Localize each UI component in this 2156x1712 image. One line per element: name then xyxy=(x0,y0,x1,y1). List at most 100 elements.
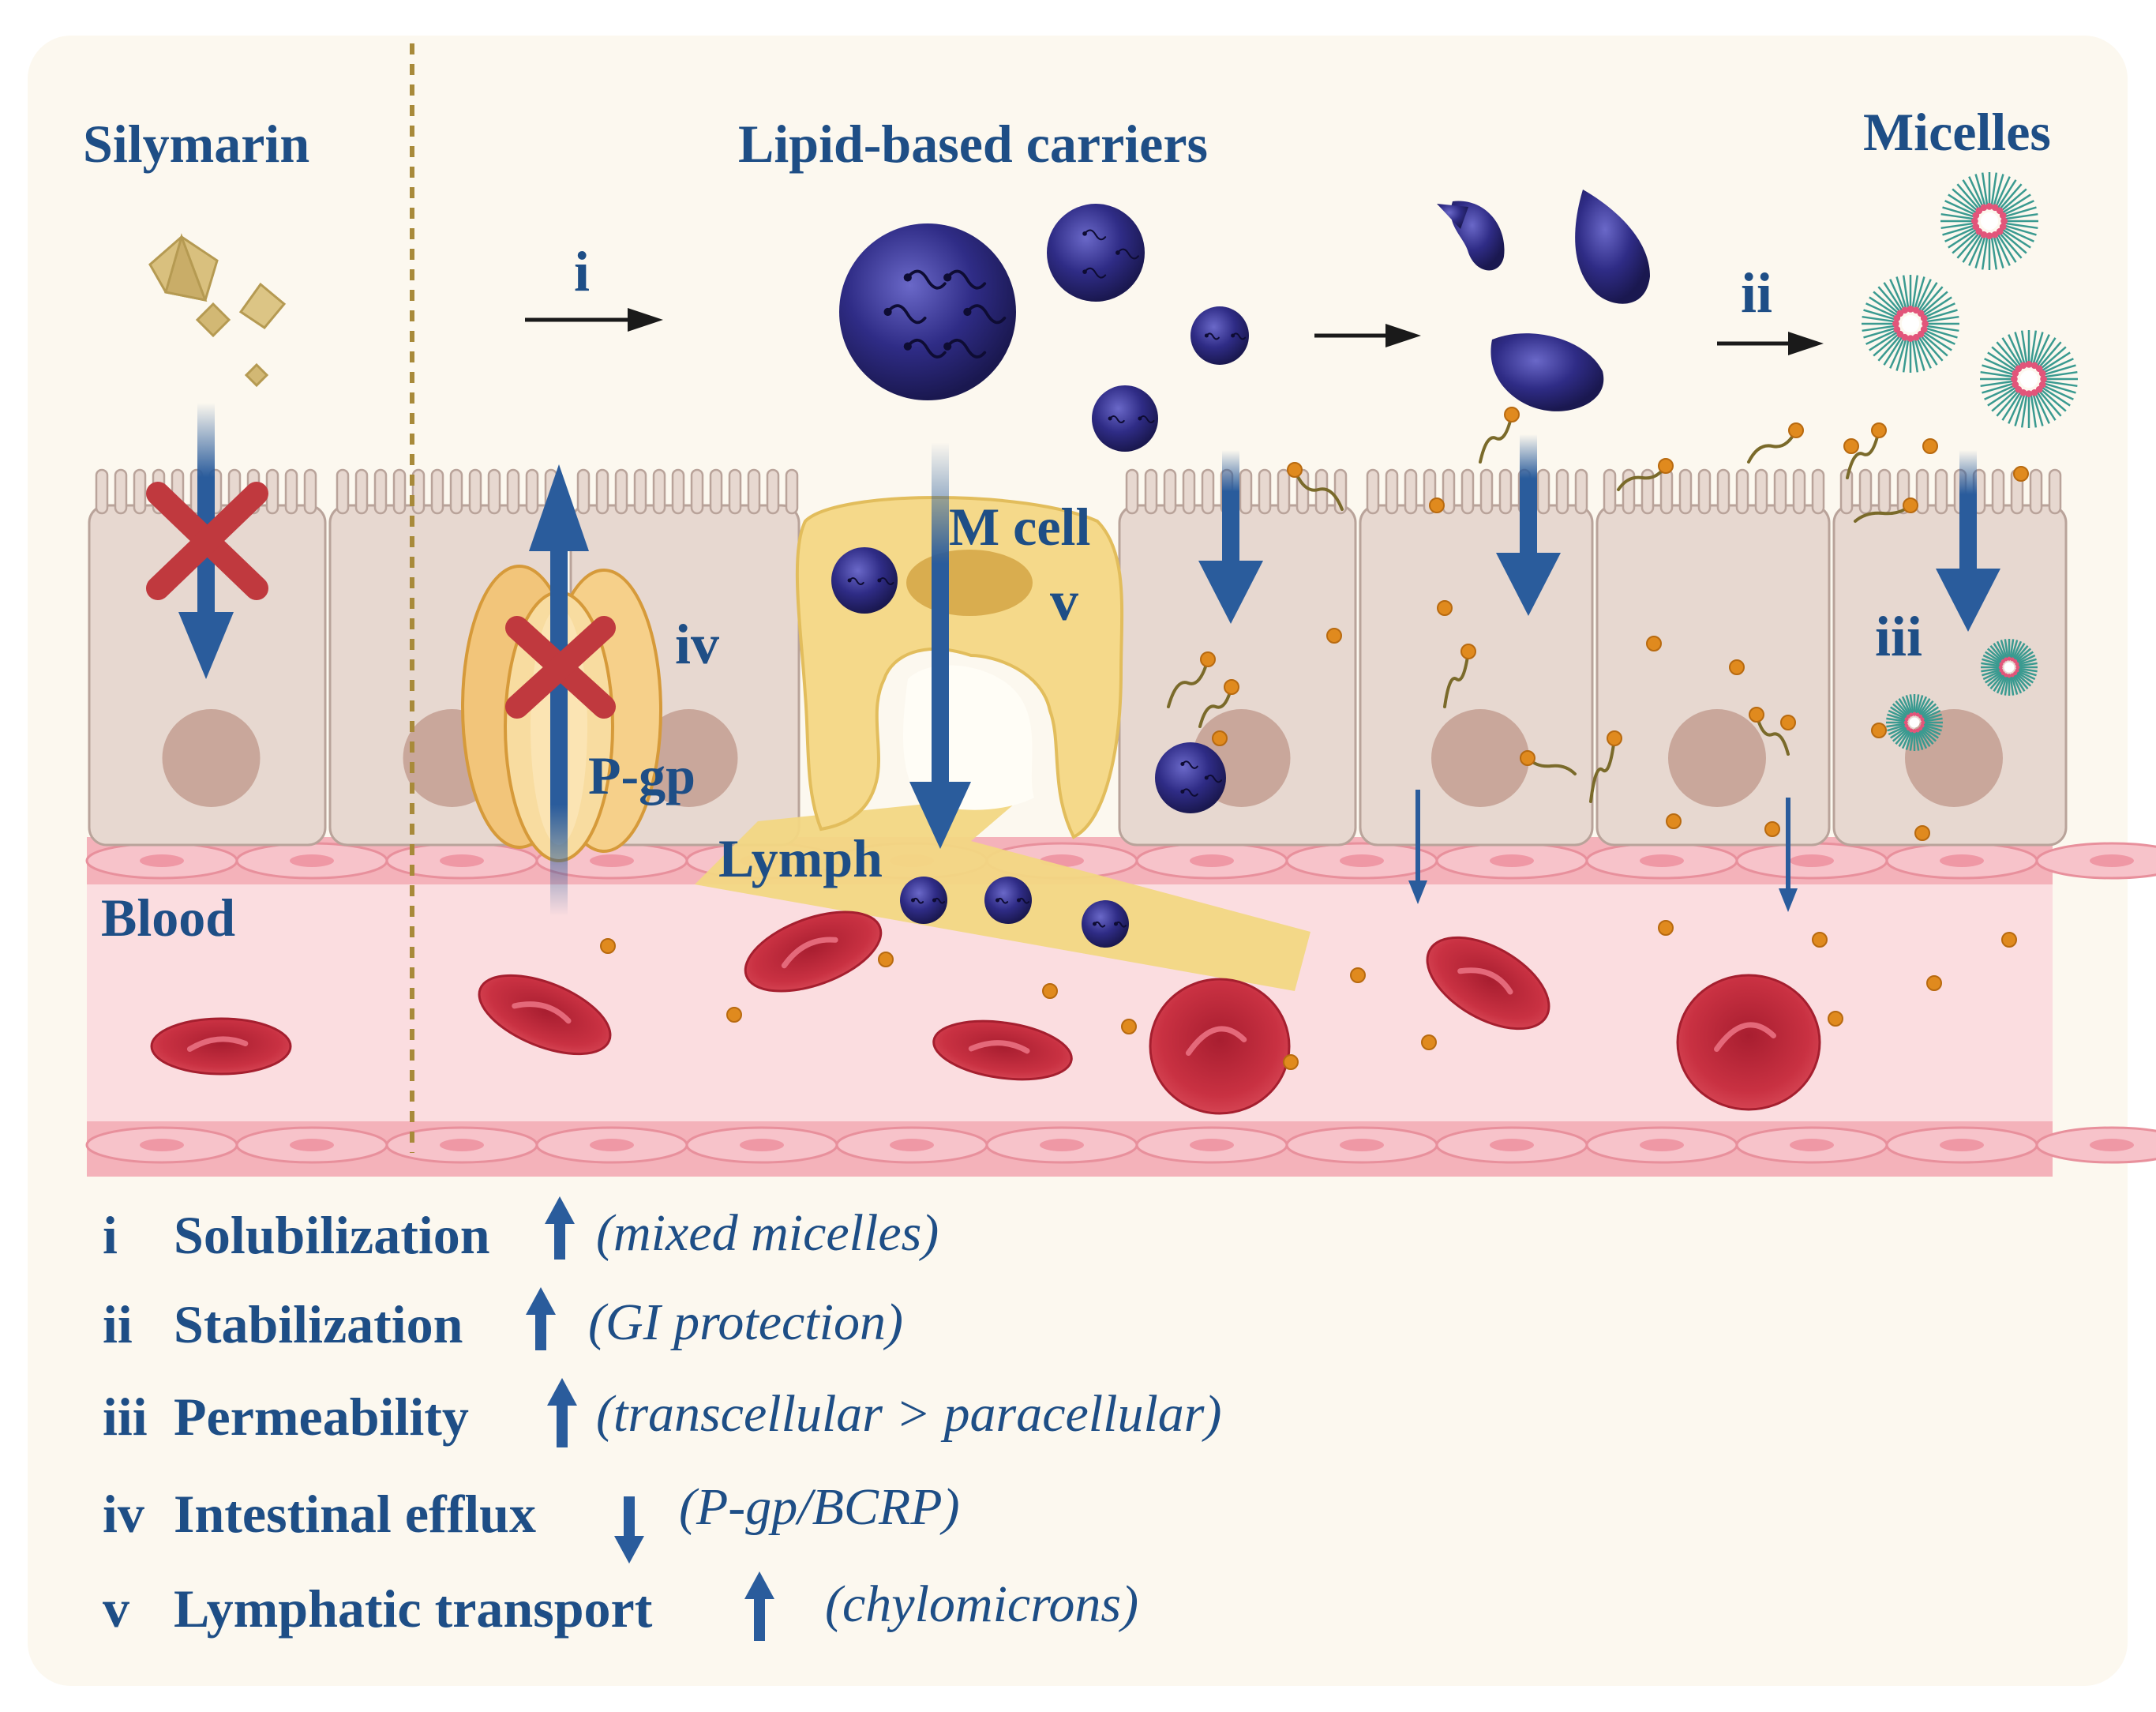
drug-dot xyxy=(600,938,616,954)
label-pgp: P-gp xyxy=(588,745,696,805)
cross-icon xyxy=(505,616,616,719)
legend-item: iv Intestinal efflux (P-gp/BCRP) xyxy=(103,1478,960,1564)
legend-note: (P-gp/BCRP) xyxy=(679,1478,960,1536)
microvillus xyxy=(1479,468,1494,515)
microvillus xyxy=(1735,468,1749,515)
drug-dot xyxy=(1421,1034,1437,1050)
microvillus xyxy=(595,468,609,515)
legend-title: Intestinal efflux xyxy=(174,1484,536,1544)
drug-molecule xyxy=(1326,628,1342,644)
legend-item: v Lymphatic transport (chylomicrons) xyxy=(103,1571,1138,1641)
epithelial-cell xyxy=(1595,468,1831,847)
drug-molecule xyxy=(1212,730,1228,746)
legend-title: Permeability xyxy=(174,1387,469,1447)
endothelial-nucleus xyxy=(1340,854,1384,867)
micelle xyxy=(1886,694,1943,751)
microvillus xyxy=(766,468,780,515)
legend-item: i Solubilization (mixed micelles) xyxy=(103,1196,939,1265)
microvillus xyxy=(1603,468,1617,515)
micelle xyxy=(1862,275,1959,373)
microvillus xyxy=(709,468,723,515)
endothelial-nucleus xyxy=(2090,1139,2134,1151)
carrier-fragments xyxy=(1437,190,1650,411)
microvillus xyxy=(265,468,279,515)
arrow-down-icon xyxy=(614,1496,644,1564)
microvillus xyxy=(1839,468,1854,515)
legend-note: (GI protection) xyxy=(588,1293,903,1351)
microvillus xyxy=(1498,468,1513,515)
microvillus xyxy=(614,468,628,515)
microvillus xyxy=(525,468,539,515)
legend-item: iii Permeability (transcellular > parace… xyxy=(103,1378,1221,1447)
microvillus xyxy=(1858,468,1873,515)
microvillus xyxy=(1640,468,1655,515)
lipid-carrier xyxy=(1092,385,1158,452)
paracellular-arrow xyxy=(1779,798,1798,912)
drug-molecule xyxy=(1429,497,1445,513)
microvillus xyxy=(785,468,799,515)
arrow-up-icon xyxy=(744,1571,774,1641)
microvillus xyxy=(2029,468,2043,515)
endothelial-nucleus xyxy=(890,1139,934,1151)
drug-molecule xyxy=(1846,422,1887,479)
drug-molecule xyxy=(1666,813,1682,829)
mcell-transport-arrow xyxy=(909,442,971,849)
microvillus xyxy=(487,468,501,515)
lipid-carrier xyxy=(1190,306,1249,365)
drug-molecule xyxy=(1854,497,1918,523)
microvillus xyxy=(1460,468,1475,515)
absorption-arrow xyxy=(1496,434,1561,616)
drug-molecule xyxy=(1617,458,1674,491)
red-blood-cell xyxy=(744,910,883,993)
microvillus xyxy=(728,468,742,515)
lipid-carrier xyxy=(839,223,1016,400)
red-blood-cell xyxy=(150,1017,292,1076)
red-blood-cells xyxy=(150,910,1821,1115)
drug-molecule xyxy=(1479,407,1520,464)
endothelial-nucleus xyxy=(1940,1139,1984,1151)
drug-molecule xyxy=(1729,659,1745,675)
micelle xyxy=(1980,330,2078,428)
microvillus xyxy=(1277,468,1291,515)
microvillus xyxy=(1404,468,1418,515)
legend-title: Solubilization xyxy=(174,1205,490,1265)
endothelial-nucleus xyxy=(1790,854,1834,867)
nucleus xyxy=(1905,709,2003,807)
microvillus xyxy=(1716,468,1730,515)
legend-item: ii Stabilization (GI protection) xyxy=(103,1287,903,1354)
microvillus xyxy=(1125,468,1139,515)
microvillus xyxy=(1697,468,1712,515)
microvillus xyxy=(1366,468,1380,515)
epithelial-cell xyxy=(1832,468,2068,847)
endothelial-nucleus xyxy=(590,1139,634,1151)
label-step-iii: iii xyxy=(1875,605,1922,668)
microvillus xyxy=(133,468,147,515)
drug-molecule xyxy=(1287,462,1344,511)
label-m-cell: M cell xyxy=(949,497,1090,557)
silymarin-crystals xyxy=(148,233,287,388)
drug-dot xyxy=(878,952,894,967)
microvillus xyxy=(690,468,704,515)
drug-molecule xyxy=(1764,821,1780,837)
drug-molecule xyxy=(1167,651,1216,708)
label-lymph: Lymph xyxy=(718,828,883,888)
microvillus xyxy=(1991,468,2005,515)
drug-molecule xyxy=(1871,723,1887,738)
microvillus xyxy=(506,468,520,515)
endothelial-nucleus xyxy=(590,854,634,867)
endothelial-nucleus xyxy=(1640,854,1684,867)
microvillus xyxy=(1792,468,1806,515)
drug-molecule xyxy=(1749,707,1790,756)
lipid-carriers xyxy=(831,204,1249,948)
microvillus xyxy=(747,468,761,515)
label-step-iv: iv xyxy=(675,613,719,676)
arrow-up-icon xyxy=(547,1378,577,1447)
lipid-carrier xyxy=(831,547,898,614)
microvillus xyxy=(1182,468,1196,515)
drug-dot xyxy=(1283,1054,1299,1070)
microvillus xyxy=(1659,468,1674,515)
microvillus xyxy=(392,468,407,515)
microvillus xyxy=(1144,468,1158,515)
legend-title: Stabilization xyxy=(174,1294,463,1354)
